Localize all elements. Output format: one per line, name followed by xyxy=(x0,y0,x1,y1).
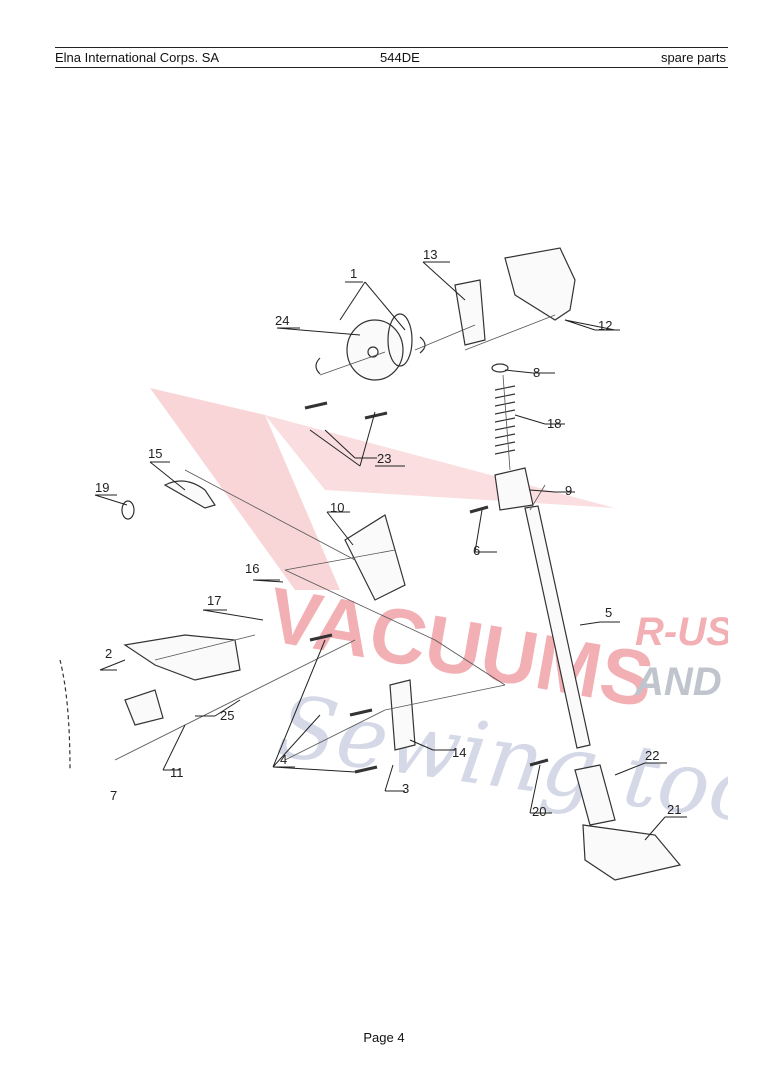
callout-22: 22 xyxy=(645,748,659,763)
callout-leaders xyxy=(94,261,687,841)
callout-23: 23 xyxy=(377,451,391,466)
callout-17: 17 xyxy=(207,593,221,608)
callout-24: 24 xyxy=(275,313,289,328)
page-header: Elna International Corps. SA 544DE spare… xyxy=(55,47,728,68)
exploded-parts-diagram: VACUUMS R-US AND Sewing too xyxy=(55,240,728,890)
parts-diagram-svg: VACUUMS R-US AND Sewing too xyxy=(59,247,728,881)
section-title: spare parts xyxy=(660,50,726,65)
callout-3: 3 xyxy=(402,781,409,796)
callout-11: 11 xyxy=(170,765,184,780)
watermark-text-2: R-US xyxy=(635,610,728,654)
screw-parts xyxy=(304,401,549,774)
callout-20: 20 xyxy=(532,804,546,819)
bracket-part xyxy=(454,279,486,346)
callout-10: 10 xyxy=(330,500,344,515)
callout-8: 8 xyxy=(533,365,540,380)
link-plate-part xyxy=(389,679,416,751)
lever-plate-part xyxy=(344,514,406,601)
foot-holder-part xyxy=(574,764,616,826)
part-drawings xyxy=(59,247,682,881)
callout-15: 15 xyxy=(148,446,162,461)
page-footer: Page 4 xyxy=(0,1030,768,1045)
callout-2: 2 xyxy=(105,646,112,661)
callout-5: 5 xyxy=(605,605,612,620)
link-part xyxy=(163,480,216,509)
assembly-guide-lines xyxy=(114,314,556,761)
callout-13: 13 xyxy=(423,247,437,262)
lifter-lever-part xyxy=(123,634,241,681)
clamp-block-part xyxy=(494,467,534,511)
callout-25: 25 xyxy=(220,708,234,723)
callout-labels: 1 2 3 4 5 6 7 8 9 10 11 12 13 14 15 16 1… xyxy=(95,247,681,819)
callout-21: 21 xyxy=(667,802,681,817)
watermark-text-3: AND xyxy=(634,660,722,704)
spring-part xyxy=(494,385,516,455)
chain-part xyxy=(59,659,71,771)
watermark-v-arm xyxy=(265,415,615,508)
callout-9: 9 xyxy=(565,483,572,498)
callout-19: 19 xyxy=(95,480,109,495)
callout-12: 12 xyxy=(598,318,612,333)
watermark-v-shape xyxy=(150,388,340,590)
presser-foot-part xyxy=(582,824,682,881)
callout-16: 16 xyxy=(245,561,259,576)
callout-7: 7 xyxy=(110,788,117,803)
callout-4: 4 xyxy=(280,752,287,767)
callout-14: 14 xyxy=(452,745,466,760)
washer-part xyxy=(491,363,509,373)
callout-18: 18 xyxy=(547,416,561,431)
small-link-part xyxy=(124,689,164,726)
model-number: 544DE xyxy=(380,50,420,65)
thumb-screw-part xyxy=(121,500,135,520)
knob-part xyxy=(346,319,404,381)
callout-1: 1 xyxy=(350,266,357,281)
plate-part xyxy=(504,247,576,321)
presser-bar-part xyxy=(524,505,591,749)
callout-6: 6 xyxy=(473,543,480,558)
page-number: Page 4 xyxy=(363,1030,405,1045)
company-name: Elna International Corps. SA xyxy=(55,50,220,65)
